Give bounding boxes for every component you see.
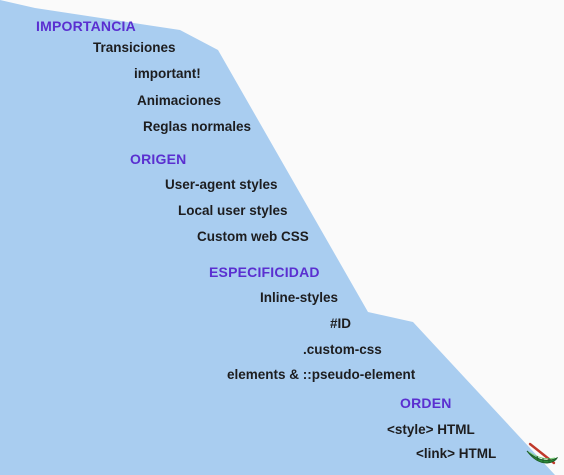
- section-header-especificidad: ESPECIFICIDAD: [209, 264, 320, 280]
- item-inline-styles: Inline-styles: [260, 290, 339, 305]
- item-custom-css: .custom-css: [303, 342, 382, 357]
- item-transiciones: Transiciones: [93, 40, 176, 55]
- canoe-icon: [526, 442, 559, 465]
- item-important: important!: [134, 66, 201, 81]
- item-reglas-normales: Reglas normales: [143, 119, 252, 134]
- item-animaciones: Animaciones: [137, 93, 222, 108]
- item-style-html: <style> HTML: [387, 422, 475, 437]
- item-elements-pseudo-element: elements & ::pseudo-element: [227, 367, 416, 382]
- section-header-origen: ORIGEN: [130, 151, 187, 167]
- section-header-orden: ORDEN: [400, 395, 452, 411]
- item-custom-web-css: Custom web CSS: [197, 229, 309, 244]
- item-link-html: <link> HTML: [416, 446, 497, 461]
- item-user-agent-styles: User-agent styles: [165, 177, 278, 192]
- item-local-user-styles: Local user styles: [178, 203, 288, 218]
- section-header-importancia: IMPORTANCIA: [36, 18, 136, 34]
- item-id: #ID: [330, 316, 352, 331]
